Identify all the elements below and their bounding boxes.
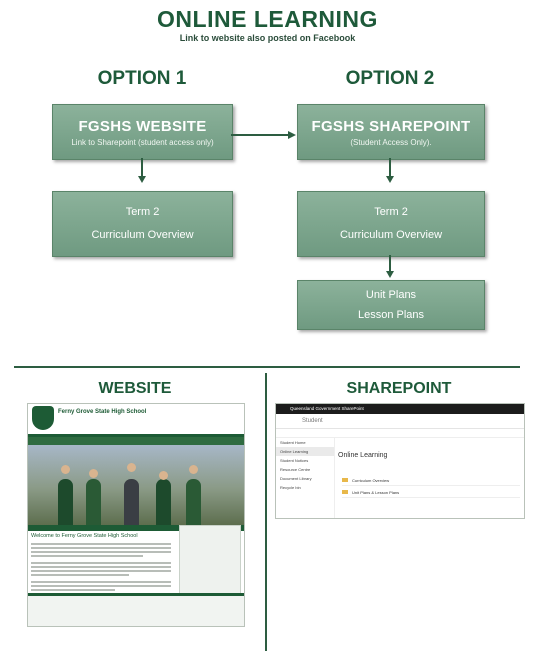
- person-head: [89, 469, 98, 478]
- file-row: Curriculum Overview: [342, 476, 520, 486]
- sharepoint-nav-item: Resource Centre: [280, 467, 311, 472]
- sharepoint-nav-item: Recycle bin: [280, 485, 301, 490]
- sharepoint-box-subtitle: (Student Access Only).: [350, 137, 432, 147]
- person-head: [189, 465, 198, 474]
- person-head: [61, 465, 70, 474]
- option2-curriculum-box: Term 2 Curriculum Overview: [297, 191, 485, 257]
- connector-line: [389, 255, 391, 272]
- option1-label: OPTION 1: [97, 68, 187, 89]
- website-box: FGSHS WEBSITE Link to Sharepoint (studen…: [52, 104, 233, 160]
- sharepoint-screenshot: Queensland Government SharePoint Student…: [275, 403, 525, 519]
- website-heading: WEBSITE: [98, 380, 172, 397]
- connector-line: [141, 158, 143, 177]
- option2-curriculum-line2: Curriculum Overview: [339, 229, 443, 241]
- folder-icon: [342, 478, 348, 482]
- website-footer: [28, 593, 244, 626]
- sharepoint-box: FGSHS SHAREPOINT (Student Access Only).: [297, 104, 485, 160]
- arrow-down-icon: [138, 176, 146, 183]
- website-header: Ferny Grove State High School: [28, 404, 244, 437]
- website-nav: [28, 437, 244, 445]
- person-figure: [86, 479, 101, 525]
- person-figure: [58, 479, 73, 525]
- sharepoint-site-title: Student: [276, 414, 524, 429]
- students-photo: [28, 445, 244, 525]
- connector-line: [389, 158, 391, 177]
- file-name: Unit Plans & Lesson Plans: [352, 490, 400, 495]
- person-figure: [124, 479, 139, 525]
- file-name: Curriculum Overview: [352, 478, 390, 483]
- person-head: [127, 463, 136, 472]
- school-crest-icon: [32, 406, 54, 430]
- sharepoint-nav: Student Home Online Learning Student Not…: [276, 438, 335, 518]
- arrow-down-icon: [386, 271, 394, 278]
- person-head: [159, 471, 168, 480]
- plans-line1: Unit Plans: [365, 289, 417, 301]
- website-sidebar: [179, 525, 241, 597]
- sharepoint-topbar: Queensland Government SharePoint: [276, 404, 524, 414]
- person-figure: [186, 479, 201, 525]
- sharepoint-nav-item: Student Notices: [280, 458, 309, 463]
- sharepoint-heading-text: Online Learning: [338, 452, 388, 459]
- option1-curriculum-box: Term 2 Curriculum Overview: [52, 191, 233, 257]
- sharepoint-command-bar: [276, 429, 524, 438]
- file-row: Unit Plans & Lesson Plans: [342, 488, 520, 498]
- section-divider: [265, 373, 267, 651]
- sharepoint-heading: SHAREPOINT: [346, 380, 452, 397]
- school-name: Ferny Grove State High School: [58, 409, 147, 415]
- sharepoint-box-title: FGSHS SHAREPOINT: [311, 117, 471, 135]
- plans-box: Unit Plans Lesson Plans: [297, 280, 485, 330]
- plans-line2: Lesson Plans: [357, 309, 425, 321]
- website-box-subtitle: Link to Sharepoint (student access only): [71, 137, 214, 147]
- folder-icon: [342, 490, 348, 494]
- page-subtitle: Link to website also posted on Facebook: [179, 33, 356, 43]
- website-box-title: FGSHS WEBSITE: [78, 117, 207, 135]
- option1-curriculum-line2: Curriculum Overview: [91, 229, 194, 241]
- welcome-heading: Welcome to Ferny Grove State High School: [31, 533, 138, 539]
- arrow-down-icon: [386, 176, 394, 183]
- option1-curriculum-line1: Term 2: [125, 206, 160, 218]
- website-screenshot: Ferny Grove State High School Welcome to…: [27, 403, 245, 627]
- page-title: ONLINE LEARNING: [157, 6, 378, 32]
- arrow-right-icon: [288, 131, 296, 139]
- website-banner: [28, 525, 244, 531]
- sharepoint-nav-item: Online Learning: [276, 447, 334, 456]
- person-figure: [156, 479, 171, 525]
- sharepoint-nav-item: Student Home: [280, 440, 306, 445]
- connector-line: [231, 134, 289, 136]
- section-divider: [14, 366, 520, 368]
- sharepoint-nav-item: Document Library: [280, 476, 312, 481]
- option2-curriculum-line1: Term 2: [374, 206, 408, 218]
- body-text: [31, 543, 171, 591]
- option2-label: OPTION 2: [345, 68, 435, 89]
